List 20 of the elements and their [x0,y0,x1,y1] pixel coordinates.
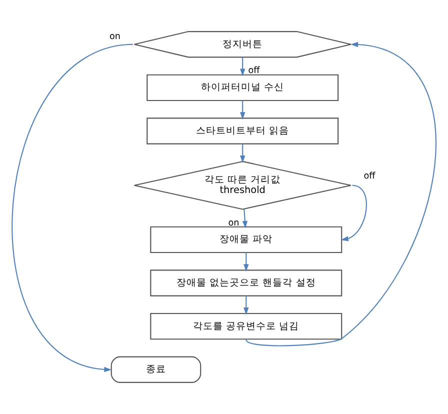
arrow [242,209,248,228]
arrow [244,296,249,315]
node-box: 장애물 파악 [150,226,342,254]
edge-label: off [364,172,376,182]
edge-label: off [248,66,260,76]
node-box: 장애물 없는곳으로 핸들각 설정 [150,270,342,296]
node-box: 하이퍼터미널 수신 [146,74,339,102]
node-box: 각도를 공유변수로 넘김 [150,312,342,340]
edge-label: on [109,32,120,42]
node-box: 종료 [110,356,202,383]
arrow [244,252,249,272]
arrow [246,42,436,346]
node-diamond: 각도 따른 거리값 threshold [134,160,352,210]
arrow [240,144,246,163]
arrow [240,57,246,76]
arrow [340,184,367,242]
arrow [12,44,134,372]
node-box: 스타트비트부터 읽음 [146,118,339,144]
arrow [240,100,246,120]
edge-label: on [228,218,240,229]
